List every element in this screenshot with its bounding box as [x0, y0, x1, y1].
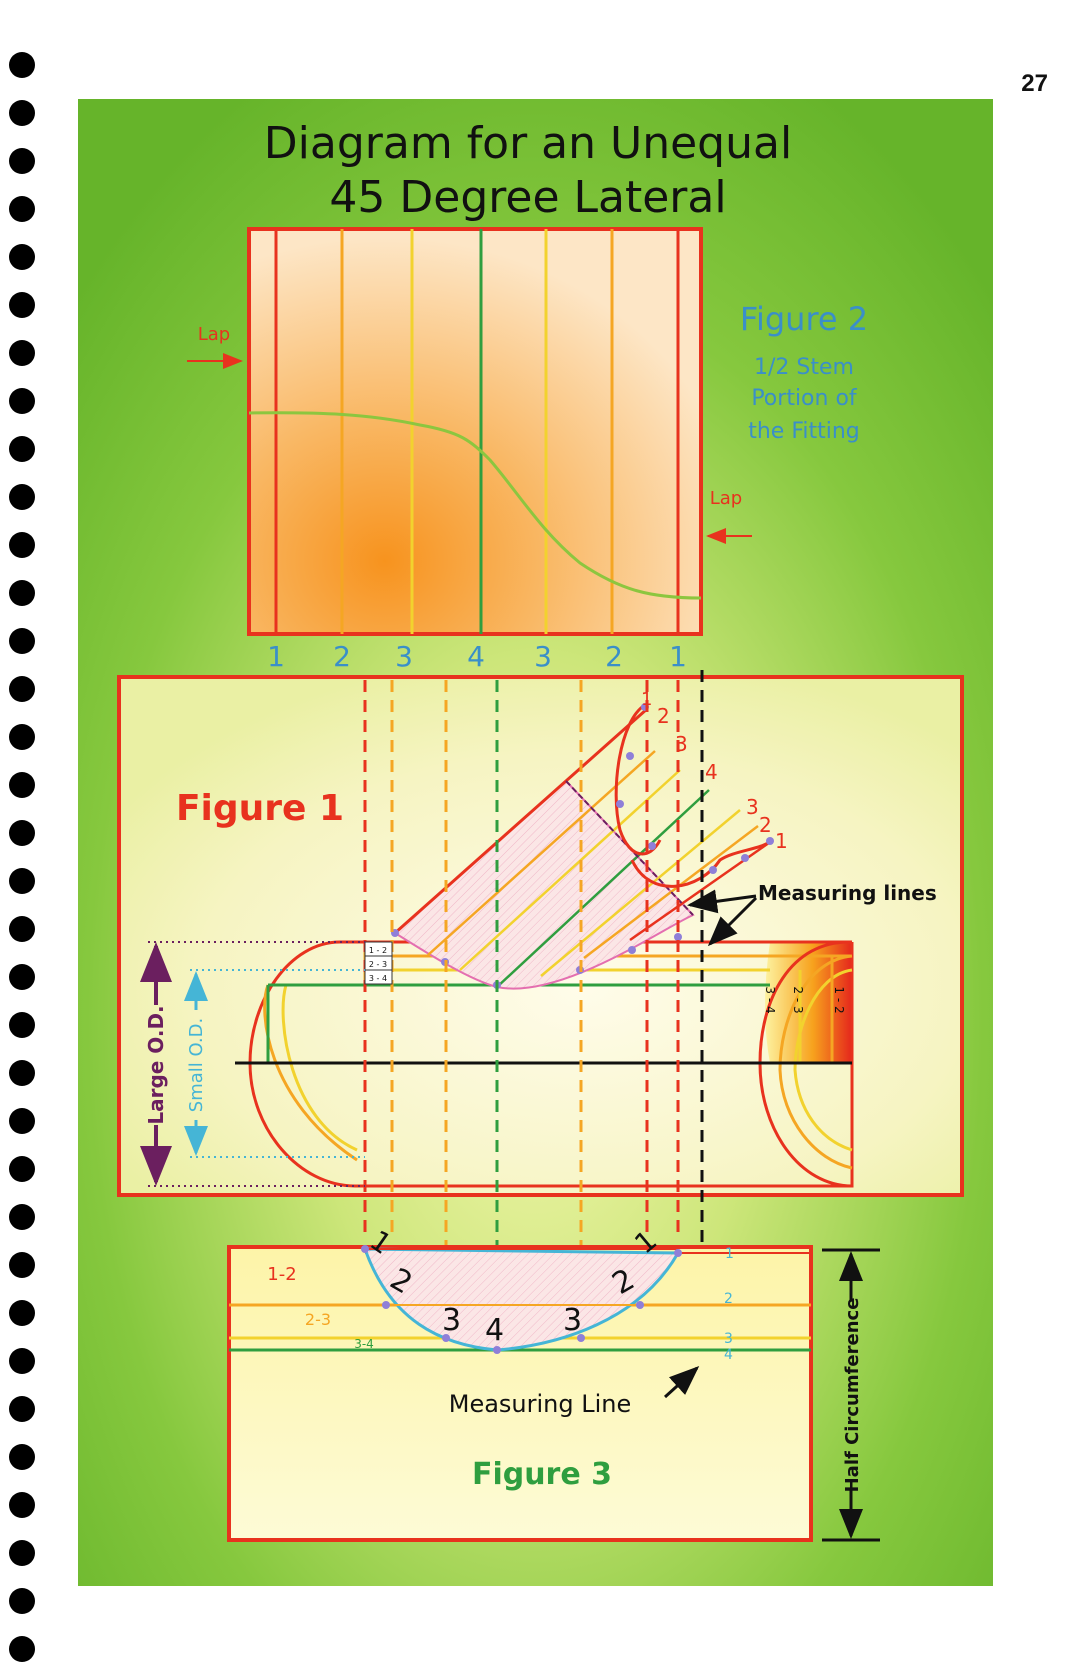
- fig2-number: 2: [605, 640, 623, 673]
- fig2-number: 3: [534, 640, 552, 673]
- end-band-label: 3 - 4: [763, 986, 777, 1013]
- measuring-lines-arrow: [687, 889, 757, 914]
- branch-right-number: 2: [759, 813, 772, 837]
- end-band-label: 1 - 2: [832, 986, 846, 1013]
- small-od-label: Small O.D.: [186, 1018, 207, 1112]
- measuring-line-label: Measuring Line: [449, 1390, 632, 1418]
- figure3-title: Figure 3: [472, 1457, 612, 1492]
- title-line2: 45 Degree Lateral: [329, 172, 726, 223]
- end-band-label: 2 - 3: [791, 986, 805, 1013]
- fig2-number: 3: [395, 640, 413, 673]
- fig1-band-label: 3 - 4: [369, 974, 387, 983]
- fig1-band-label: 1 - 2: [369, 946, 387, 955]
- half-circumference-label: Half Circumference: [842, 1298, 863, 1493]
- branch-top-number: 4: [705, 760, 718, 784]
- fig2-number: 4: [467, 640, 485, 673]
- branch-right-number: 3: [746, 795, 759, 819]
- branch-top-number: 2: [657, 704, 670, 728]
- fig3-right-number: 3: [724, 1331, 733, 1347]
- branch-body: [393, 779, 695, 990]
- figure2-title: Figure 2: [740, 300, 868, 338]
- figure2-caption-3: the Fitting: [748, 419, 860, 444]
- fig3-right-number: 1: [725, 1246, 734, 1262]
- figure1-title: Figure 1: [176, 788, 344, 829]
- fig2-number: 1: [669, 640, 687, 673]
- branch-top-number: 3: [675, 732, 688, 756]
- large-od-label: Large O.D.: [144, 1005, 168, 1124]
- branch-top-number: 1: [641, 689, 652, 710]
- figure2-caption-1: 1/2 Stem: [754, 355, 854, 380]
- measuring-lines-label: Measuring lines: [758, 881, 937, 905]
- fig3-arc-number: 3: [442, 1303, 461, 1338]
- figure2: Lap Lap Figure 2 1/2 Stem Portion of the…: [187, 227, 868, 673]
- fig2-number: 2: [333, 640, 351, 673]
- figure3: 1-2 2-3 3-4 1 2 3 4 3 2 1 1 2 3 4 Measur…: [227, 1224, 880, 1542]
- branch-right-number: 1: [775, 829, 788, 853]
- lap-left-label: Lap: [198, 324, 230, 345]
- fig3-band-label: 2-3: [305, 1310, 331, 1329]
- figure2-caption-2: Portion of: [751, 386, 858, 411]
- fig3-band-label: 3-4: [354, 1337, 374, 1351]
- figure1: 1 - 2 2 - 3 3 - 4 3 - 4 2 - 3 1 - 2 1 2 …: [117, 670, 964, 1350]
- fig3-arc-number: 3: [563, 1303, 582, 1338]
- stem-curve: [248, 411, 702, 600]
- fig3-band-label: 1-2: [267, 1264, 296, 1285]
- fig3-right-number: 2: [724, 1291, 733, 1307]
- measuring-line-arrow: [663, 1365, 700, 1399]
- fig1-band-label: 2 - 3: [369, 960, 387, 969]
- fig3-arc-number: 4: [485, 1313, 504, 1348]
- lap-right-label: Lap: [710, 488, 742, 509]
- fig2-number: 1: [267, 640, 285, 673]
- measuring-lines-arrow: [707, 896, 758, 947]
- page-number: 27: [1021, 70, 1048, 97]
- fig3-right-number: 4: [724, 1347, 733, 1363]
- binding-holes: [9, 52, 35, 1662]
- title-line1: Diagram for an Unequal: [264, 118, 792, 169]
